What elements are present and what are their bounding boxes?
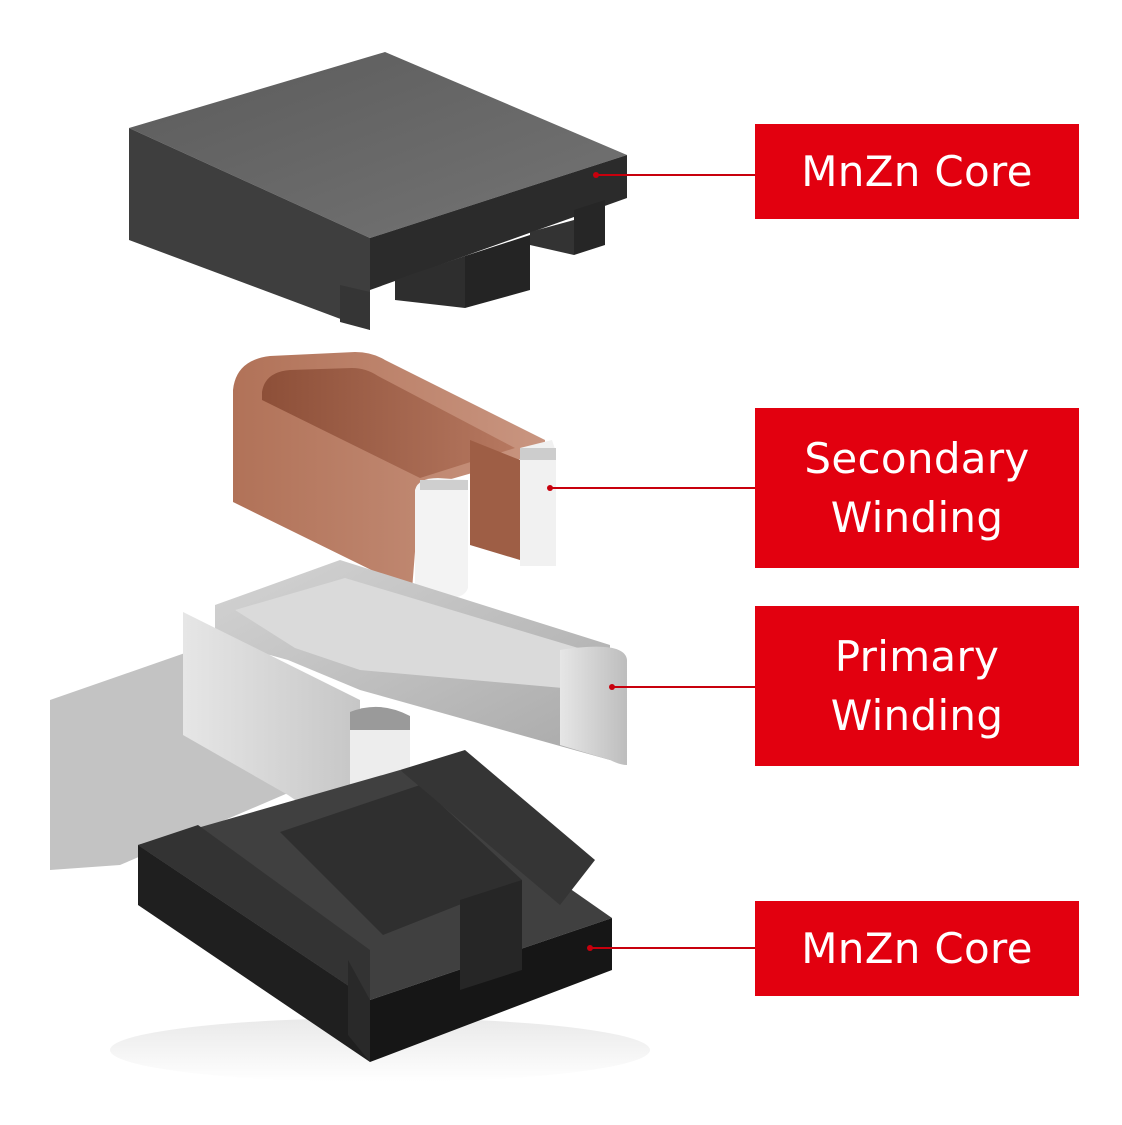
label-top-core-line-1: MnZn Core xyxy=(801,147,1033,196)
secondary-winding-illustration xyxy=(233,352,556,599)
label-bottom-mnzn-core: MnZn Core xyxy=(755,901,1079,996)
label-secondary-line-2: Winding xyxy=(830,493,1004,542)
top-core-illustration xyxy=(129,52,627,330)
label-bottom-core-line-1: MnZn Core xyxy=(801,924,1033,973)
label-top-mnzn-core: MnZn Core xyxy=(755,124,1079,219)
label-secondary-winding: Secondary Winding xyxy=(755,408,1079,568)
leader-lines xyxy=(547,172,755,951)
label-primary-line-2: Winding xyxy=(830,691,1004,740)
bottom-core-illustration xyxy=(110,750,650,1082)
label-primary-line-1: Primary xyxy=(834,632,1000,681)
label-primary-winding: Primary Winding xyxy=(755,606,1079,766)
label-secondary-line-1: Secondary xyxy=(804,434,1030,483)
